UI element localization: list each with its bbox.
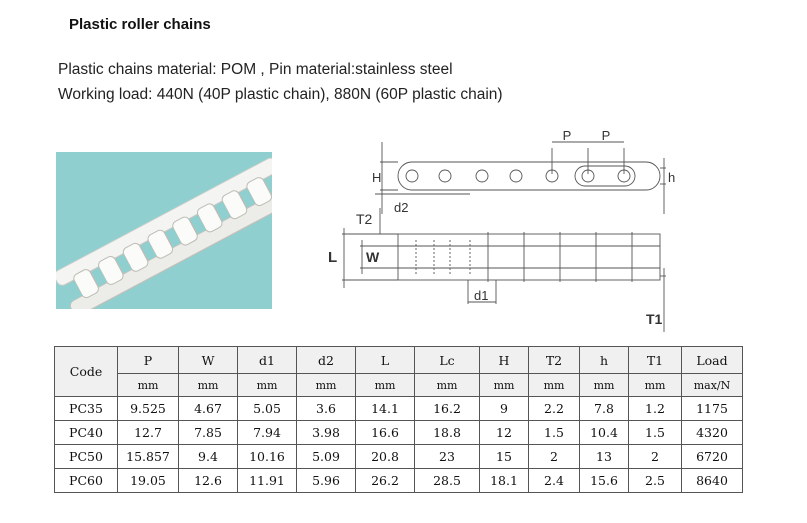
column-unit: mm <box>237 373 297 397</box>
table-cell: 16.6 <box>355 420 415 445</box>
label-t1: T1 <box>646 311 663 327</box>
chain-photo-illustration <box>56 152 272 309</box>
table-cell: 1.5 <box>528 420 580 445</box>
table-cell: 15.6 <box>579 468 629 493</box>
table-cell: 9.525 <box>117 396 179 421</box>
label-p1: P <box>563 128 572 143</box>
column-unit: max/N <box>681 373 743 397</box>
label-h-lower: h <box>668 170 675 185</box>
label-d2: d2 <box>394 200 408 215</box>
table-cell: 2 <box>628 444 682 469</box>
column-unit: mm <box>117 373 179 397</box>
chain-photo <box>56 152 272 309</box>
table-cell: 2.5 <box>628 468 682 493</box>
table-cell: 18.8 <box>414 420 480 445</box>
table-cell: 26.2 <box>355 468 415 493</box>
row-code-cell: PC40 <box>54 420 118 445</box>
column-header-t1: T1 <box>628 346 682 374</box>
chain-dimension-drawing: P P H h d2 T2 L W d1 T1 <box>328 128 675 332</box>
working-load-description: Working load: 440N (40P plastic chain), … <box>58 86 503 103</box>
row-code-cell: PC35 <box>54 396 118 421</box>
table-cell: 12.7 <box>117 420 179 445</box>
label-d1: d1 <box>474 288 488 303</box>
column-unit: mm <box>528 373 580 397</box>
table-cell: 15 <box>479 444 529 469</box>
column-header-d1: d1 <box>237 346 297 374</box>
table-cell: 11.91 <box>237 468 297 493</box>
column-unit: mm <box>628 373 682 397</box>
label-w: W <box>366 249 380 265</box>
column-unit: mm <box>178 373 238 397</box>
table-cell: 23 <box>414 444 480 469</box>
column-header-p: P <box>117 346 179 374</box>
table-cell: 12 <box>479 420 529 445</box>
table-cell: 9.4 <box>178 444 238 469</box>
column-header-h: H <box>479 346 529 374</box>
table-cell: 18.1 <box>479 468 529 493</box>
label-h-upper: H <box>372 170 381 185</box>
column-header-w: W <box>178 346 238 374</box>
table-cell: 7.85 <box>178 420 238 445</box>
table-cell: 12.6 <box>178 468 238 493</box>
page-title: Plastic roller chains <box>69 16 211 33</box>
table-cell: 2.2 <box>528 396 580 421</box>
table-cell: 1175 <box>681 396 743 421</box>
column-header-load: Load <box>681 346 743 374</box>
table-cell: 7.94 <box>237 420 297 445</box>
label-t2: T2 <box>356 211 373 227</box>
table-cell: 19.05 <box>117 468 179 493</box>
table-cell: 2.4 <box>528 468 580 493</box>
material-description: Plastic chains material: POM , Pin mater… <box>58 61 453 78</box>
table-cell: 4.67 <box>178 396 238 421</box>
table-cell: 16.2 <box>414 396 480 421</box>
column-header-lc: Lc <box>414 346 480 374</box>
table-cell: 7.8 <box>579 396 629 421</box>
table-cell: 8640 <box>681 468 743 493</box>
row-code-cell: PC60 <box>54 468 118 493</box>
code-header: Code <box>54 346 118 397</box>
column-unit: mm <box>414 373 480 397</box>
table-cell: 3.6 <box>296 396 356 421</box>
column-header-t2: T2 <box>528 346 580 374</box>
label-p2: P <box>602 128 611 143</box>
label-l: L <box>328 249 337 266</box>
table-cell: 20.8 <box>355 444 415 469</box>
table-cell: 5.96 <box>296 468 356 493</box>
table-cell: 14.1 <box>355 396 415 421</box>
column-header-h: h <box>579 346 629 374</box>
column-header-d2: d2 <box>296 346 356 374</box>
table-cell: 2 <box>528 444 580 469</box>
table-cell: 6720 <box>681 444 743 469</box>
table-cell: 1.5 <box>628 420 682 445</box>
row-code-cell: PC50 <box>54 444 118 469</box>
table-cell: 3.98 <box>296 420 356 445</box>
column-header-l: L <box>355 346 415 374</box>
table-cell: 9 <box>479 396 529 421</box>
column-unit: mm <box>355 373 415 397</box>
table-cell: 13 <box>579 444 629 469</box>
table-cell: 10.16 <box>237 444 297 469</box>
table-cell: 1.2 <box>628 396 682 421</box>
column-unit: mm <box>479 373 529 397</box>
column-unit: mm <box>296 373 356 397</box>
table-cell: 5.09 <box>296 444 356 469</box>
table-cell: 15.857 <box>117 444 179 469</box>
table-cell: 4320 <box>681 420 743 445</box>
table-cell: 10.4 <box>579 420 629 445</box>
table-cell: 28.5 <box>414 468 480 493</box>
column-unit: mm <box>579 373 629 397</box>
table-cell: 5.05 <box>237 396 297 421</box>
